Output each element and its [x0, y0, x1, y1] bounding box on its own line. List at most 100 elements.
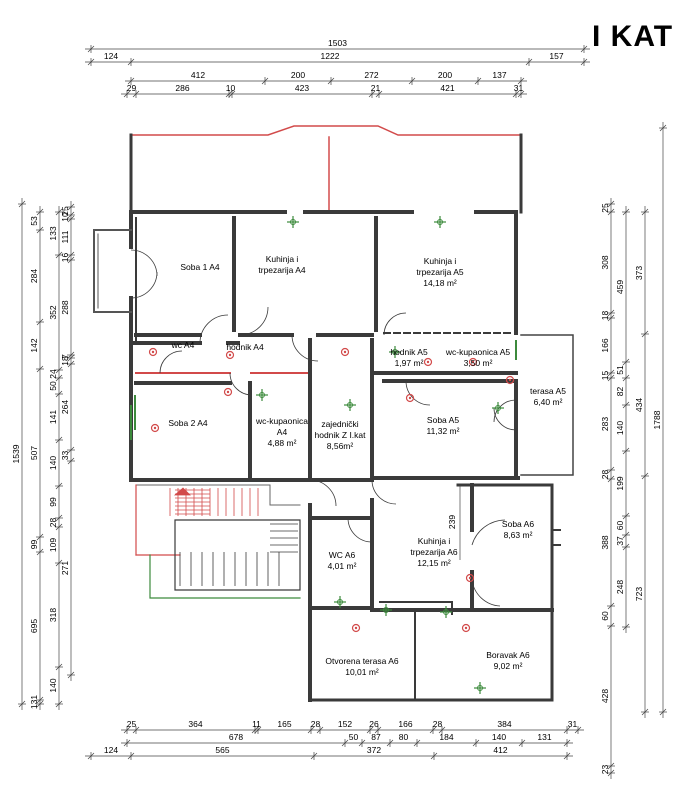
dimension-label: 25: [127, 719, 137, 729]
room-area: 14,18 m²: [423, 278, 457, 288]
room-name: Soba A5: [427, 415, 459, 425]
dimension-label: 428: [600, 689, 610, 703]
dimension-label: 10: [226, 83, 236, 93]
dimension-label: 142: [29, 338, 39, 352]
socket-icon: [405, 393, 415, 403]
dimension-label: 10: [60, 212, 70, 222]
dimension-label: 15: [600, 371, 610, 381]
room-name: WC A6: [329, 550, 356, 560]
dimension-label: 29: [127, 83, 137, 93]
room-name: trpezarija A4: [258, 265, 306, 275]
dimension-label: 384: [497, 719, 511, 729]
lamp-icon: [334, 596, 346, 608]
socket-icon: [465, 573, 475, 583]
room-name: trpezarija A6: [410, 547, 458, 557]
dimension-label: 1788: [652, 410, 662, 429]
dimension-label: 25: [60, 206, 70, 216]
dimension-label: 308: [600, 255, 610, 269]
dimension-label: 99: [48, 497, 58, 507]
dimension-label: 33: [60, 451, 70, 461]
lamp-icon: [389, 346, 401, 358]
dimension-label: 141: [48, 410, 58, 424]
dimension-label: 565: [215, 745, 229, 755]
room-name: terasa A5: [530, 386, 566, 396]
dimension-label: 51: [615, 365, 625, 375]
dimension-label: 166: [398, 719, 412, 729]
dimension-label: 24: [48, 369, 58, 379]
socket-icon: [223, 387, 233, 397]
floor-title: I KAT: [592, 20, 674, 53]
room-label: wc-kupaonica A53,50 m²: [445, 347, 511, 368]
dimension-label: 28: [48, 518, 58, 528]
dimension-label: 140: [615, 421, 625, 435]
room-area: 6,40 m²: [534, 397, 563, 407]
room-name: Soba A6: [502, 519, 534, 529]
room-area: 4,88 m²: [268, 438, 297, 448]
lamp-icon: [440, 606, 452, 618]
dimension-label: 248: [615, 580, 625, 594]
room-area: 12,15 m²: [417, 558, 451, 568]
dimension-label: 200: [438, 70, 452, 80]
room-name: wc-kupaonica A5: [445, 347, 511, 357]
dimension-label: 165: [277, 719, 291, 729]
dimension-label: 140: [48, 456, 58, 470]
room-name: zajednički: [321, 419, 358, 429]
dimension-label: 53: [29, 216, 39, 226]
dimension-label: 131: [29, 695, 39, 709]
room-label: Soba 1 A4: [180, 262, 220, 272]
lamp-icon: [256, 389, 268, 401]
lamp-icon: [344, 399, 356, 411]
dimension-label: 507: [29, 446, 39, 460]
room-name: Boravak A6: [486, 650, 530, 660]
room-name: hodnik Z I.kat: [314, 430, 366, 440]
room-name: Soba 2 A4: [168, 418, 208, 428]
dimension-label: 318: [48, 608, 58, 622]
dimension-label: 271: [60, 561, 70, 575]
lamp-icon: [287, 216, 299, 228]
room-area: 4,01 m²: [328, 561, 357, 571]
socket-icon: [461, 623, 471, 633]
room-name: wc-kupaonica: [255, 416, 308, 426]
dimension-label: 288: [60, 300, 70, 314]
dimension-label: 99: [29, 540, 39, 550]
dimension-label: 7: [60, 354, 70, 359]
dimension-label: 352: [48, 305, 58, 319]
lamp-icon: [492, 402, 504, 414]
dimension-label: 364: [188, 719, 202, 729]
dimension-label: 82: [615, 387, 625, 397]
dimension-label: 131: [537, 732, 551, 742]
room-label: hodnik A51,97 m²: [390, 347, 428, 368]
dimension-label: 264: [60, 400, 70, 414]
dimension-label: 372: [367, 745, 381, 755]
room-name: trpezarija A5: [416, 267, 464, 277]
dimension-label: 25: [600, 203, 610, 213]
dimension-label: 124: [104, 745, 118, 755]
dimension-label: 434: [634, 398, 644, 412]
dimension-label: 166: [600, 338, 610, 352]
room-name: Kuhinja i: [266, 254, 299, 264]
dimension-label: 421: [440, 83, 454, 93]
electrical-fixtures: [130, 216, 517, 694]
room-name: hodnik A5: [390, 347, 428, 357]
dimension-label: 423: [295, 83, 309, 93]
dimension-label: 60: [615, 521, 625, 531]
room-label: wc A4: [171, 340, 195, 350]
dimension-label: 124: [104, 51, 118, 61]
dimension-label: 388: [600, 535, 610, 549]
lamp-icon: [380, 604, 392, 616]
dimension-label: 18: [600, 311, 610, 321]
room-name: hodnik A4: [226, 342, 264, 352]
dimension-label: 412: [191, 70, 205, 80]
dimension-label: 184: [439, 732, 453, 742]
dimension-label: 283: [600, 417, 610, 431]
dimension-label: 678: [229, 732, 243, 742]
dimension-label: 80: [399, 732, 409, 742]
lamp-icon: [474, 682, 486, 694]
dimension-label: 723: [634, 587, 644, 601]
socket-icon: [150, 423, 160, 433]
